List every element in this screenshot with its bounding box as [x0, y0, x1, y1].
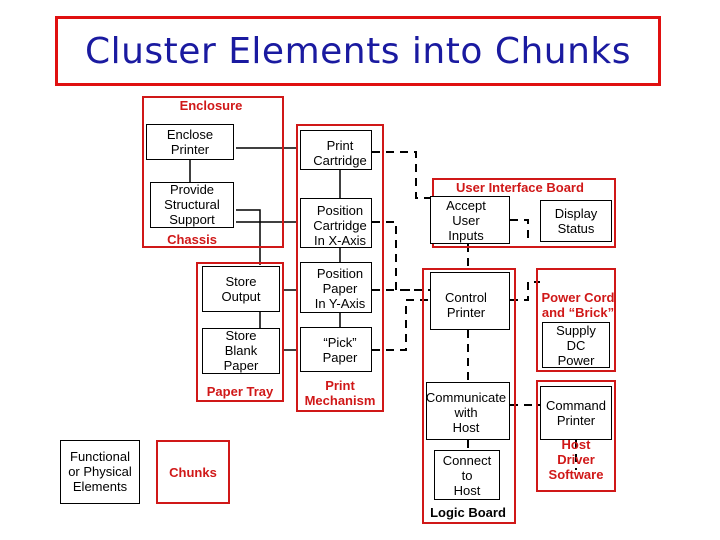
paper-tray-label: Paper Tray: [206, 384, 274, 399]
chassis-label: Chassis: [167, 232, 217, 247]
supply-dc-box: [542, 322, 610, 368]
legend-chunks-box: [156, 440, 230, 504]
legend-chunks-text: Chunks: [169, 465, 217, 480]
store-blank-box: [202, 328, 280, 374]
position-y-box: [300, 262, 372, 313]
command-printer-box: [540, 386, 612, 440]
supply-dc-text: Supply DC Power: [556, 323, 596, 368]
enclose-printer-text: Enclose Printer: [166, 127, 214, 157]
enclosure-chunk: [142, 96, 284, 248]
legend-functional-box: [60, 440, 140, 504]
dash-x-control: [372, 221, 432, 291]
pick-paper-text: “Pick” Paper: [322, 335, 358, 365]
dash-control-power: [510, 281, 540, 301]
host-driver-label: Host Driver Software: [548, 437, 604, 482]
print-mechanism-label: Print Mechanism: [304, 378, 376, 408]
control-printer-text: Control Printer: [445, 290, 487, 320]
communicate-host-text: Communicate with Host: [425, 390, 507, 435]
store-output-box: [202, 266, 280, 312]
power-chunk: [536, 268, 616, 372]
enclosure-label: Enclosure: [179, 98, 243, 113]
accept-inputs-box: [430, 196, 510, 244]
provide-support-text: Provide Structural Support: [164, 182, 220, 227]
enclose-printer-box: [146, 124, 234, 160]
command-printer-text: Command Printer: [546, 398, 606, 428]
legend-functional-text: Functional or Physical Elements: [68, 449, 132, 494]
print-cartridge-text: Print Cartridge: [313, 138, 367, 168]
title-box: Cluster Elements into Chunks: [55, 16, 661, 86]
store-output-text: Store Output: [221, 274, 261, 304]
print-cartridge-box: [300, 130, 372, 170]
power-label: Power Cord and “Brick”: [541, 290, 615, 320]
control-printer-box: [430, 272, 510, 330]
dash-accept-display: [510, 219, 529, 240]
position-x-box: [300, 198, 372, 248]
pick-paper-box: [300, 327, 372, 372]
position-x-text: Position Cartridge In X-Axis: [313, 203, 367, 248]
store-blank-text: Store Blank Paper: [223, 328, 259, 373]
user-interface-label: User Interface Board: [456, 180, 584, 195]
paper-tray-chunk: [196, 262, 284, 402]
print-mechanism-chunk: [296, 124, 384, 412]
communicate-host-box: [426, 382, 510, 440]
connect-host-box: [434, 450, 500, 500]
logic-board-chunk: [422, 268, 516, 524]
dash-pick-control: [372, 299, 432, 351]
host-driver-chunk: [536, 380, 616, 492]
logic-board-label: Logic Board: [430, 505, 506, 520]
display-status-text: Display Status: [554, 206, 598, 236]
slide-title: Cluster Elements into Chunks: [84, 30, 632, 72]
display-status-box: [540, 200, 612, 242]
accept-inputs-text: Accept User Inputs: [446, 198, 486, 243]
provide-support-box: [150, 182, 234, 228]
position-y-text: Position Paper In Y-Axis: [314, 266, 366, 311]
connect-host-text: Connect to Host: [442, 453, 492, 498]
dash-cartridge-ui: [372, 151, 432, 199]
